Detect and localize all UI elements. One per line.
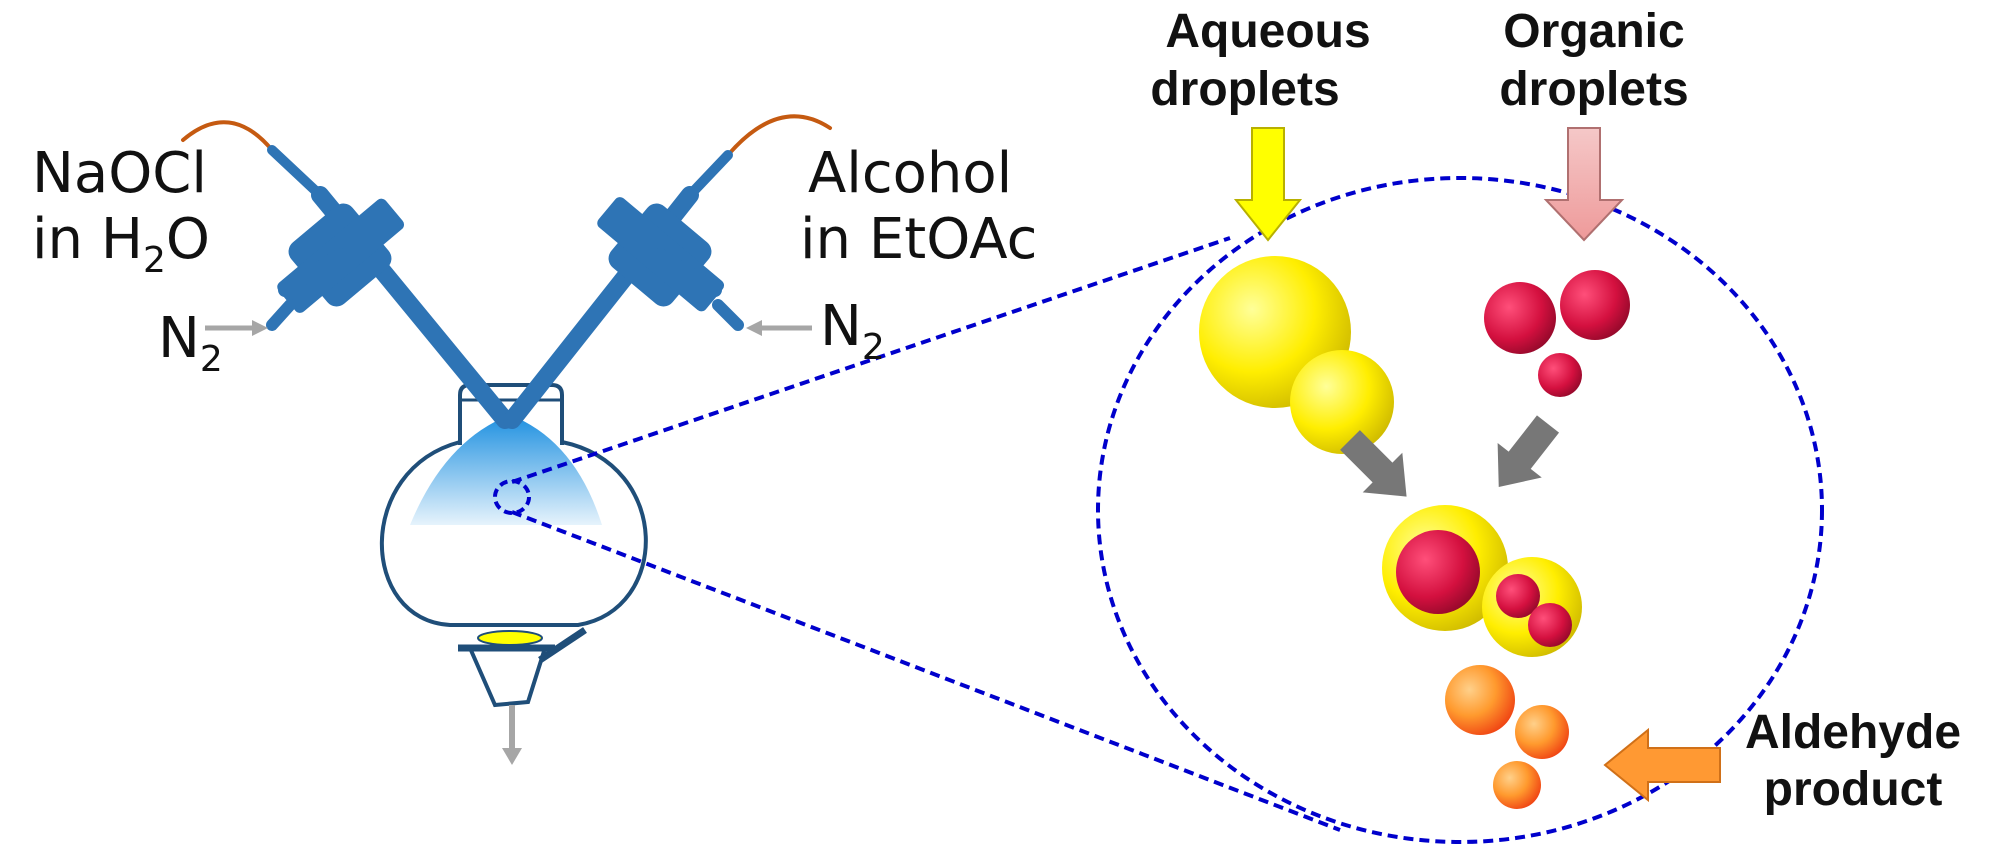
organic-label-line2: droplets [1499, 63, 1688, 116]
mixing-arrow-left [1340, 430, 1407, 497]
zoom-circle [1096, 176, 1824, 844]
right-tubing [726, 114, 832, 157]
right-reagent-label-line1: Alcohol [808, 141, 1012, 206]
left-tubing [181, 120, 274, 152]
aqueous-arrow [1233, 127, 1303, 242]
product-droplets [1445, 665, 1569, 809]
left-reagent-label-line2: in H2O [32, 207, 210, 281]
organic-label-line1: Organic [1503, 5, 1684, 58]
zoom-line-top [511, 236, 1231, 484]
mixing-arrow-right [1497, 415, 1560, 488]
zoom-line-bottom [511, 510, 1341, 832]
left-nebulizer [181, 120, 514, 429]
flask-apparatus [379, 383, 648, 765]
funnel [466, 646, 548, 708]
product-label-line2: product [1764, 763, 1943, 816]
gas-label-left: N2 [158, 306, 223, 380]
left-reagent-label-line1: NaOCl [32, 141, 207, 206]
aqueous-label-line2: droplets [1150, 63, 1339, 116]
spray-plume [410, 415, 602, 525]
outlet-arrow [502, 748, 522, 765]
organic-arrow [1543, 127, 1625, 242]
zoom-source-ellipse [493, 479, 531, 515]
flask-neck [458, 383, 564, 445]
right-nebulizer [503, 114, 832, 429]
gas-label-right: N2 [820, 294, 885, 368]
organic-droplets [1484, 270, 1630, 397]
right-reagent-label-line2: in EtOAc [800, 207, 1037, 272]
stopcock [538, 627, 587, 663]
aqueous-droplets [1199, 256, 1394, 454]
collected-liquid [477, 630, 543, 646]
mixed-droplets [1382, 505, 1582, 657]
product-label-line1: Aldehyde [1745, 706, 1961, 759]
flask-body [379, 440, 648, 627]
aqueous-label-line1: Aqueous [1165, 5, 1370, 58]
gas-arrow-right [746, 320, 812, 336]
gas-arrow-left [205, 320, 268, 336]
product-arrow [1603, 727, 1721, 803]
